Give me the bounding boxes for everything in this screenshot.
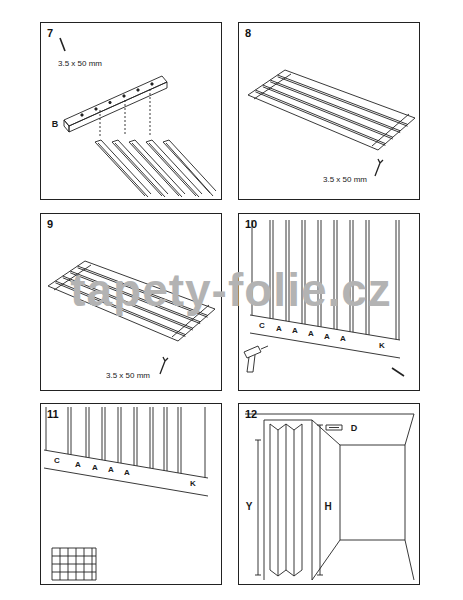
dimension-line: [255, 440, 261, 575]
step-panel: 8: [238, 22, 420, 200]
screw-size: 3.5 x 50 mm: [323, 176, 367, 184]
part-letter: A: [108, 466, 114, 474]
part-letter: A: [308, 330, 314, 338]
screw-icon: [60, 38, 65, 51]
part-letter: A: [324, 333, 330, 341]
part-letter: B: [52, 120, 59, 129]
part-letter: K: [190, 480, 196, 488]
screw-icon: [160, 357, 168, 374]
part-letter: A: [75, 461, 81, 469]
room-outline: [245, 414, 414, 580]
step-number: 7: [41, 23, 53, 39]
step-number: 11: [41, 404, 59, 420]
step-number: 12: [239, 404, 257, 420]
step-panel: 7: [40, 22, 222, 200]
slats: [95, 140, 216, 197]
part-letter: K: [379, 342, 385, 350]
screw-icon: [375, 159, 383, 176]
frame: [248, 70, 415, 150]
step-number: 8: [239, 23, 251, 39]
dimension-label: H: [324, 502, 331, 512]
part-letter: A: [340, 335, 346, 343]
step-number: 9: [41, 214, 53, 230]
mesh-pad: [52, 548, 96, 580]
folding-door: [270, 424, 302, 576]
rail-icon: [326, 425, 342, 430]
step-number: 10: [239, 214, 257, 230]
drill-icon: [244, 346, 268, 372]
screw-size: 3.5 x 50 mm: [58, 60, 102, 68]
vertical-slats: [68, 407, 205, 478]
guide-lines: [100, 89, 150, 136]
slats: [255, 75, 407, 145]
part-letter: C: [54, 457, 60, 465]
rail-beam: [64, 76, 167, 132]
step-panel: 12: [238, 403, 420, 585]
watermark: tapety-folie.cz: [70, 267, 392, 313]
line-art: [44, 38, 415, 580]
bottom-rail: [44, 407, 208, 496]
dimension-label: Y: [246, 502, 253, 512]
screw-holes: [81, 83, 153, 116]
part-letter: D: [351, 424, 358, 433]
dimension-line: [317, 425, 323, 575]
step-panel: 11: [40, 403, 222, 585]
part-letter: A: [92, 464, 98, 472]
screw-size: 3.5 x 50 mm: [106, 372, 150, 380]
part-letter: A: [124, 469, 130, 477]
part-letter: C: [259, 322, 265, 330]
screw-icon: [392, 368, 404, 376]
part-letter: A: [276, 325, 282, 333]
part-letter: A: [292, 327, 298, 335]
